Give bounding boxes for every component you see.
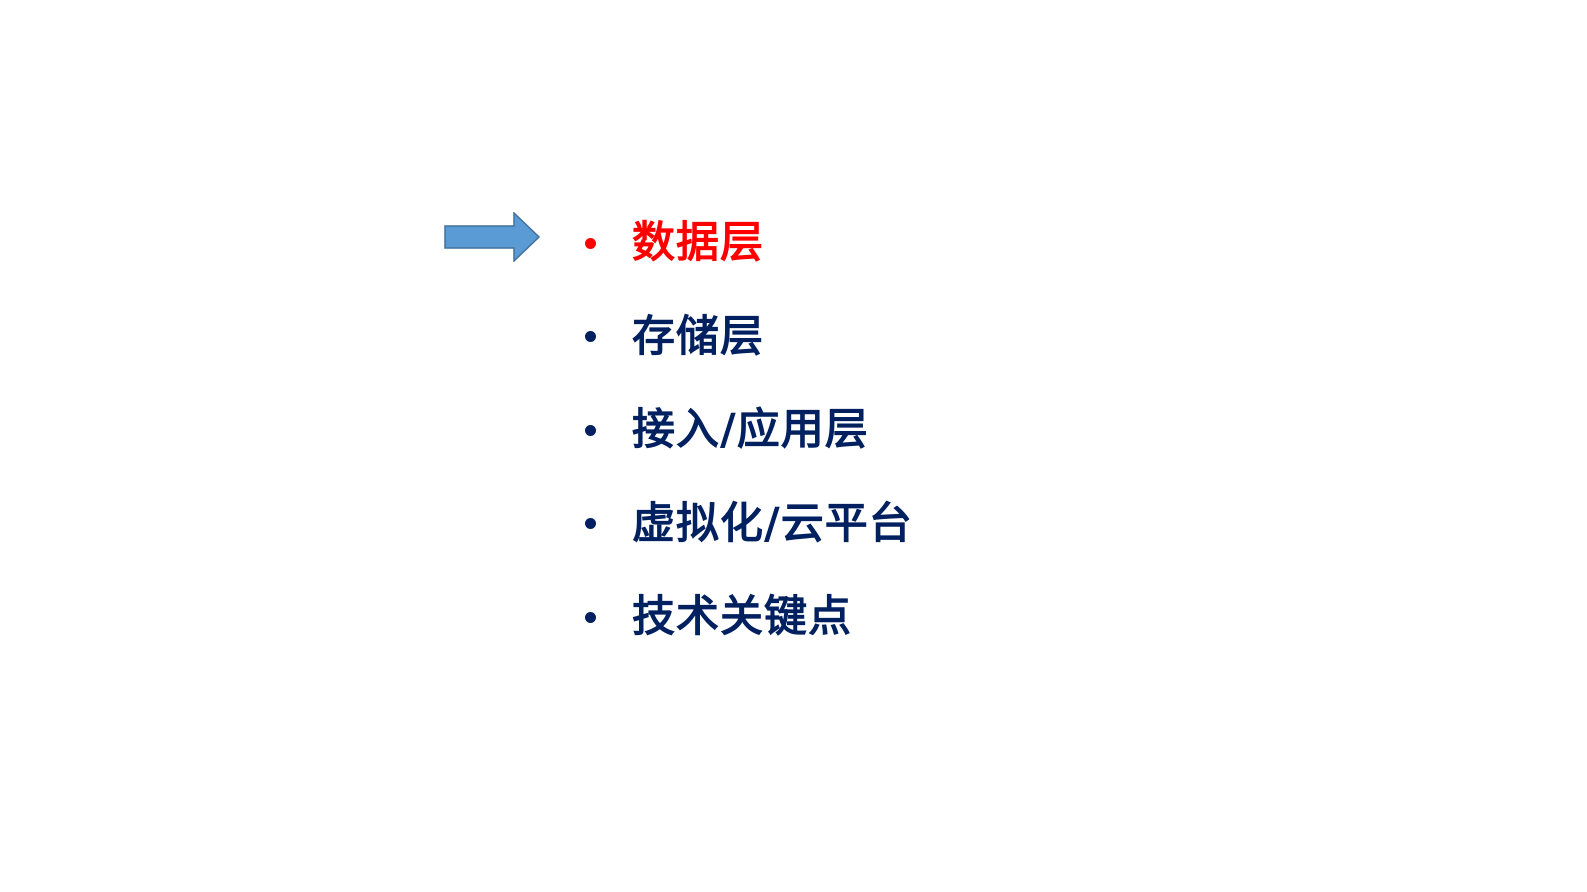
agenda-item-virtualization-cloud: 虚拟化/云平台 <box>585 493 913 555</box>
agenda-item-label: 虚拟化/云平台 <box>632 498 913 549</box>
agenda-list: 数据层 存储层 接入/应用层 虚拟化/云平台 技术关键点 <box>585 212 913 680</box>
bullet-icon <box>585 331 596 342</box>
agenda-item-storage-layer: 存储层 <box>585 306 913 368</box>
bullet-icon <box>585 424 596 436</box>
bullet-icon <box>585 611 596 623</box>
bullet-icon <box>585 518 596 529</box>
agenda-item-label: 技术关键点 <box>632 592 852 642</box>
agenda-item-label: 数据层 <box>632 218 764 268</box>
agenda-item-key-technologies: 技术关键点 <box>585 586 913 648</box>
bullet-icon <box>585 237 596 249</box>
agenda-item-label: 接入/应用层 <box>632 405 869 455</box>
agenda-item-data-layer: 数据层 <box>585 212 913 274</box>
right-arrow-icon <box>444 212 540 262</box>
agenda-item-access-application-layer: 接入/应用层 <box>585 399 913 461</box>
agenda-item-label: 存储层 <box>632 311 764 362</box>
